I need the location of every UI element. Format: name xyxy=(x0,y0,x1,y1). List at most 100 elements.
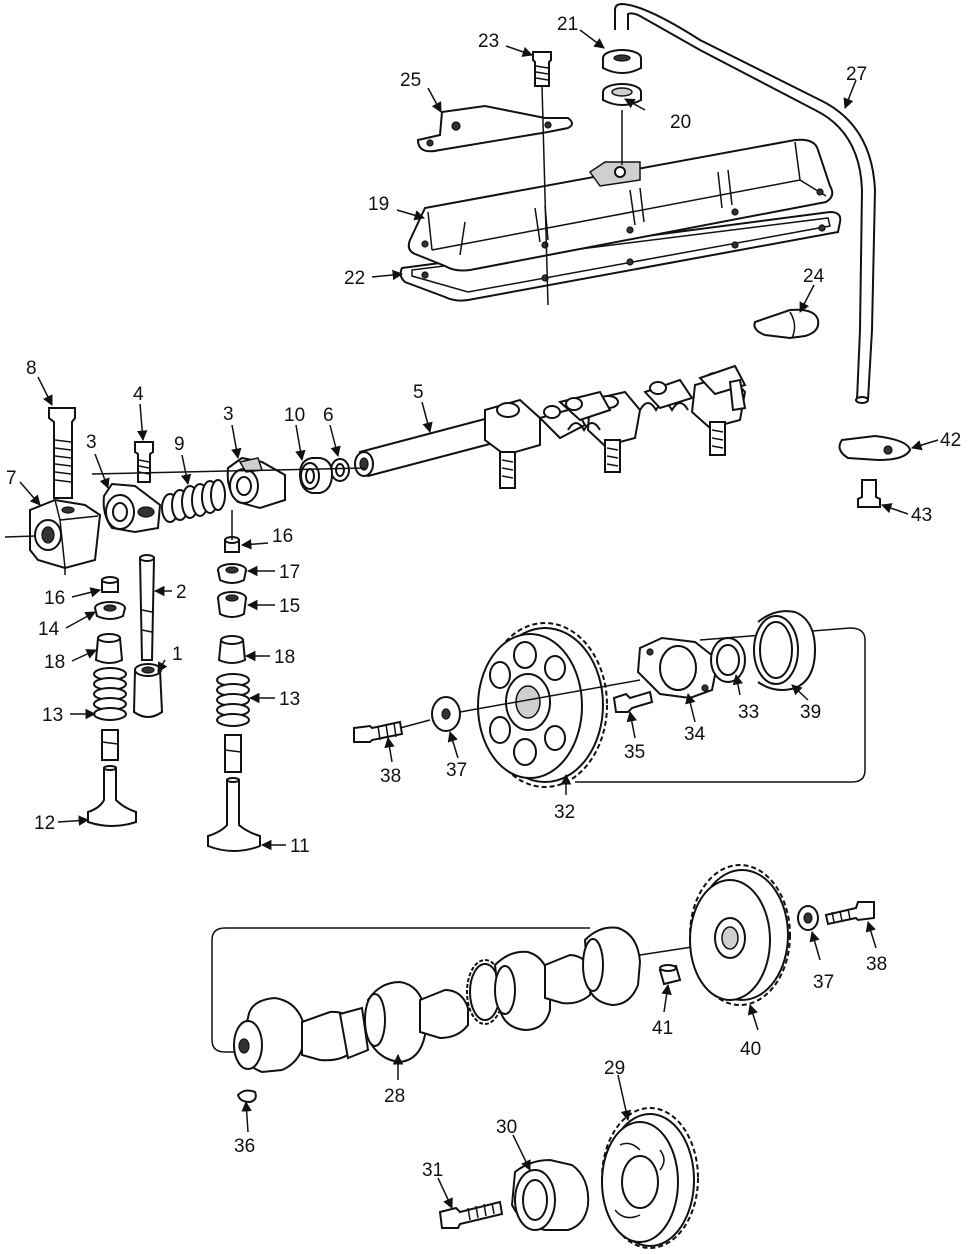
callout-36: 36 xyxy=(234,1136,255,1157)
camshaft-assembly xyxy=(211,864,875,1104)
spacer-ring xyxy=(710,637,746,683)
callout-22: 22 xyxy=(344,268,365,289)
callout-39: 39 xyxy=(800,702,821,723)
callout-32: 32 xyxy=(554,802,575,823)
callout-20: 20 xyxy=(670,112,691,133)
callout-12: 12 xyxy=(34,813,55,834)
valve-cover xyxy=(407,138,834,272)
rocker-spring xyxy=(161,479,226,523)
callout-31: 31 xyxy=(422,1160,443,1181)
callout-11: 11 xyxy=(290,836,310,857)
bearing-sleeve xyxy=(753,610,817,691)
idler-gear-assembly xyxy=(438,1107,699,1249)
rocker-arm-left xyxy=(102,482,162,534)
callout-24: 24 xyxy=(803,266,825,287)
callout-34: 34 xyxy=(684,724,706,745)
callout-21: 21 xyxy=(557,14,578,35)
callout-43: 43 xyxy=(911,505,932,526)
breather-cap xyxy=(602,49,642,74)
camshaft xyxy=(233,926,642,1074)
valve-seal-left xyxy=(94,637,124,664)
intake-valve xyxy=(207,777,261,852)
callout-40: 40 xyxy=(740,1039,761,1060)
callout-27: 27 xyxy=(846,64,867,85)
valve-train-left xyxy=(87,554,164,827)
callout-18b: 18 xyxy=(274,647,295,668)
crank-gear-front xyxy=(689,864,791,1006)
gear-washer xyxy=(431,696,461,732)
callout-13a: 13 xyxy=(42,705,63,726)
callout-labels: 1 2 3 3 4 5 6 7 8 9 10 11 12 13 13 14 15… xyxy=(6,14,961,1181)
thrust-plate xyxy=(636,636,720,700)
callout-9: 9 xyxy=(174,434,185,455)
callout-14: 14 xyxy=(38,619,60,640)
valve-spring-left xyxy=(93,667,127,721)
leader-lines xyxy=(19,29,939,1209)
callout-10: 10 xyxy=(284,405,305,426)
woodruff-key xyxy=(236,1089,257,1104)
valve-train-right xyxy=(207,510,261,852)
callout-28: 28 xyxy=(384,1086,405,1107)
breather-tube xyxy=(614,2,877,401)
rocker-shaft xyxy=(358,413,507,478)
callout-33: 33 xyxy=(738,702,759,723)
callout-2: 2 xyxy=(176,582,187,603)
callout-37a: 37 xyxy=(446,760,467,781)
callout-25: 25 xyxy=(400,70,421,91)
tube-clip xyxy=(753,308,820,340)
callout-1: 1 xyxy=(172,644,183,665)
rocker-shaft-assembly xyxy=(4,364,747,575)
callout-7: 7 xyxy=(6,468,17,489)
gear-bolt-right xyxy=(824,901,875,926)
breather-filter xyxy=(602,83,642,106)
valve-cover-assembly xyxy=(399,2,912,508)
shaft-spacer xyxy=(330,458,350,482)
support-bolt xyxy=(48,407,76,499)
callout-18a: 18 xyxy=(44,652,65,673)
callout-3b: 3 xyxy=(223,404,234,425)
callout-3a: 3 xyxy=(86,432,97,453)
callout-23: 23 xyxy=(478,31,499,52)
plate-bolt xyxy=(612,690,654,713)
push-rod xyxy=(138,557,156,661)
rocker-arm-right xyxy=(226,456,286,510)
shaft-support xyxy=(29,498,102,570)
callout-42: 42 xyxy=(940,430,961,451)
callout-41: 41 xyxy=(652,1018,673,1039)
callout-35: 35 xyxy=(624,742,645,763)
callout-16b: 16 xyxy=(272,526,293,547)
valve-spring-right xyxy=(216,673,250,727)
idler-bolt xyxy=(438,1200,504,1229)
callout-17: 17 xyxy=(279,562,300,583)
camshaft-gear xyxy=(477,622,608,788)
gear-washer-right xyxy=(797,905,819,931)
cover-bolt xyxy=(532,51,552,87)
callout-8: 8 xyxy=(26,358,37,379)
bracket xyxy=(416,104,573,153)
rocker-screw xyxy=(134,441,154,483)
callout-6: 6 xyxy=(323,405,334,426)
timing-gear-assembly xyxy=(353,610,866,788)
gear-bolt xyxy=(353,720,404,743)
callout-30: 30 xyxy=(496,1117,517,1138)
spring-retainer-right xyxy=(217,591,247,618)
spring-retainer-left xyxy=(94,601,126,620)
exhaust-valve xyxy=(87,765,137,827)
callout-15: 15 xyxy=(279,596,300,617)
callout-4: 4 xyxy=(133,384,144,405)
valve-rotator xyxy=(217,563,247,584)
callout-38b: 38 xyxy=(866,954,887,975)
tube-bracket xyxy=(838,434,912,462)
callout-19: 19 xyxy=(368,194,389,215)
shaft-washer xyxy=(298,457,334,494)
idler-hub xyxy=(510,1158,590,1231)
idler-gear xyxy=(601,1107,699,1249)
bracket-bolt xyxy=(857,479,881,508)
callout-13b: 13 xyxy=(279,689,300,710)
callout-16a: 16 xyxy=(44,588,65,609)
callout-29: 29 xyxy=(604,1058,625,1079)
callout-37b: 37 xyxy=(813,972,834,993)
tappet xyxy=(132,663,164,718)
